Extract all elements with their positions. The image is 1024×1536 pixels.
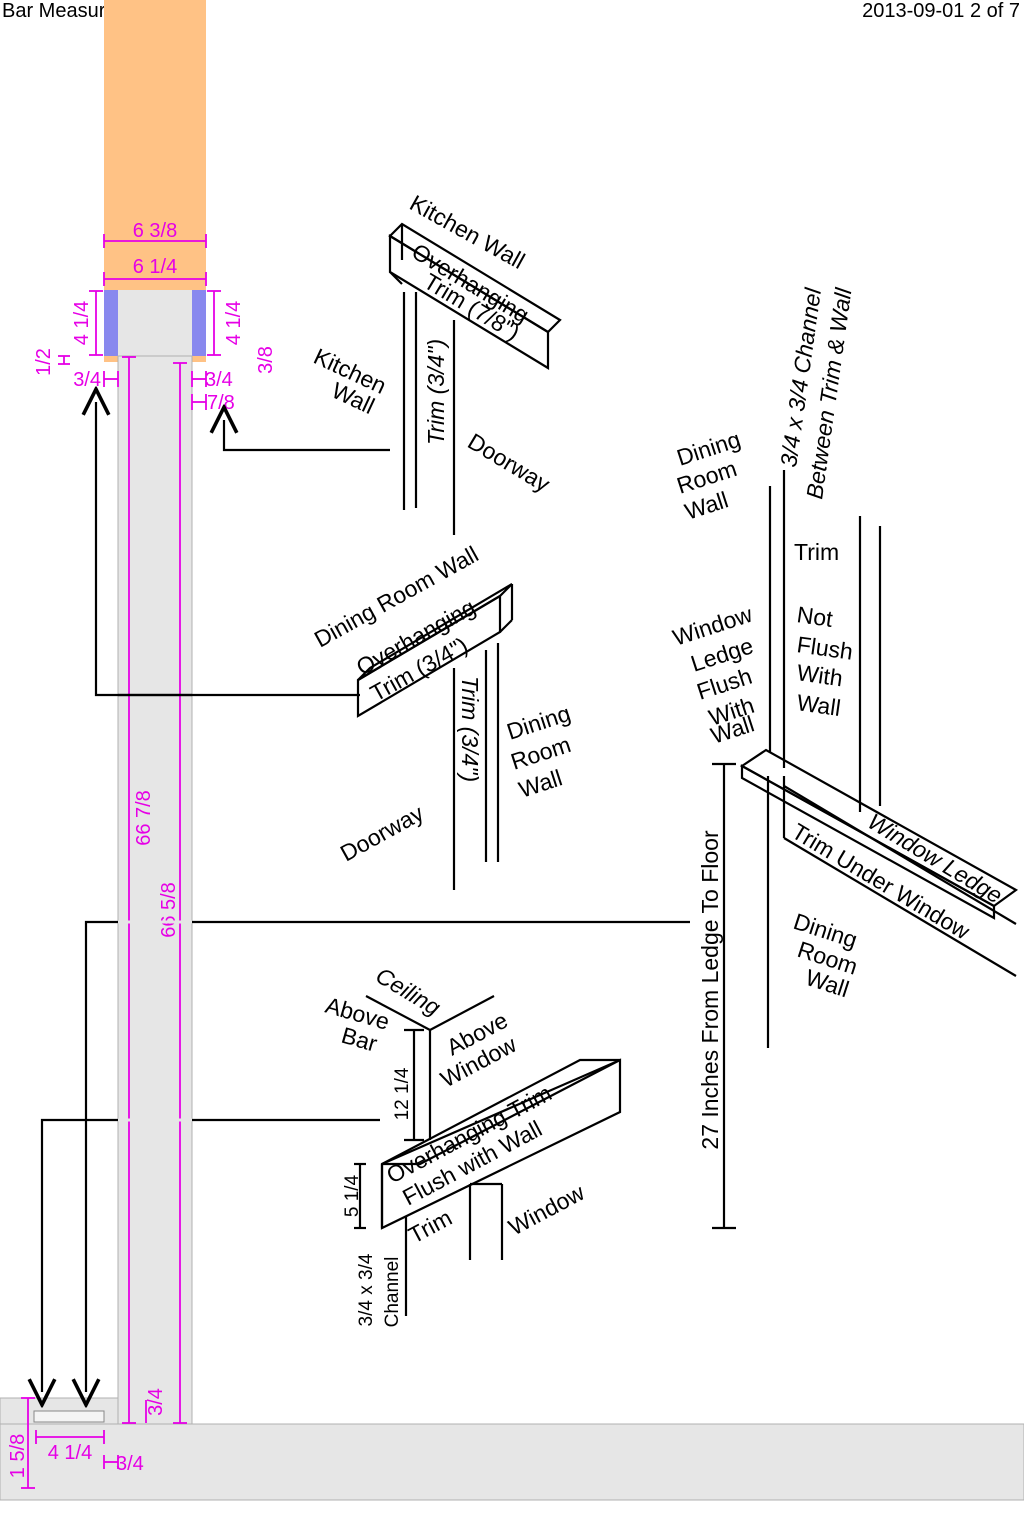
wood-post <box>104 0 206 290</box>
ledge-to-floor: 27 Inches From Ledge To Floor <box>697 830 723 1150</box>
dim-bottom-side: 3/4 <box>103 1453 144 1475</box>
dim-twelve: 12 1/4 <box>392 1067 413 1120</box>
leader-window <box>86 920 690 1392</box>
kitchen-trim-vertical: Trim (3/4") <box>423 339 449 445</box>
bar-top <box>104 290 206 358</box>
ceiling-window: Window <box>504 1179 589 1241</box>
page-meta: 2013-09-01 2 of 7 <box>862 0 1020 22</box>
svg-text:3/4: 3/4 <box>145 1388 167 1416</box>
dining-detail: Dining Room Wall Overhanging Trim (3/4")… <box>310 541 574 890</box>
dim-left-long: 66 7/8 <box>122 356 155 1424</box>
svg-text:1/2: 1/2 <box>33 348 55 376</box>
svg-text:6 3/8: 6 3/8 <box>133 220 177 242</box>
not-flush-4: Wall <box>795 689 842 721</box>
dim-left-half: 1/2 <box>33 348 70 376</box>
svg-text:3/8: 3/8 <box>255 346 277 374</box>
kitchen-doorway: Doorway <box>463 428 555 497</box>
dim-top-inner: 6 1/4 <box>103 256 207 286</box>
not-flush-1: Not <box>795 601 835 632</box>
svg-text:7/8: 7/8 <box>207 392 235 414</box>
dim-right-three-eighths: 3/8 <box>255 346 277 374</box>
floor <box>0 1423 1024 1501</box>
right-trim-strip <box>192 356 206 362</box>
ceiling-trim: Trim <box>404 1204 456 1248</box>
kitchen-detail: Kitchen Wall Overhanging Trim (7/8") Kit… <box>310 190 562 535</box>
svg-text:66 7/8: 66 7/8 <box>133 790 155 846</box>
dim-five: 5 1/4 <box>342 1174 363 1217</box>
window-detail: Dining Room Wall 3/4 x 3/4 Channel Betwe… <box>670 286 1019 1230</box>
dim-top-outer: 6 3/8 <box>103 220 207 248</box>
svg-text:3/4: 3/4 <box>73 369 101 391</box>
dim-right-channel: 4 1/4 <box>207 290 245 356</box>
dim-left-three-quarter: 3/4 <box>73 369 119 391</box>
bottom-channel <box>33 1410 105 1423</box>
left-channel <box>104 290 118 356</box>
svg-text:4 1/4: 4 1/4 <box>71 301 93 345</box>
dim-bottom-three-quarter: 3/4 <box>145 1388 167 1423</box>
window-trim: Trim <box>794 539 839 565</box>
leader-dining <box>96 402 360 697</box>
svg-text:3/4: 3/4 <box>205 369 233 391</box>
svg-text:66 5/8: 66 5/8 <box>158 882 180 938</box>
svg-text:4 1/4: 4 1/4 <box>223 301 245 345</box>
dim-right-seven-eighths: 7/8 <box>191 392 235 414</box>
svg-text:3/4: 3/4 <box>116 1453 144 1475</box>
svg-text:6 1/4: 6 1/4 <box>133 256 177 278</box>
dim-right-three-quarter: 3/4 <box>191 369 233 391</box>
dim-bottom-width: 4 1/4 <box>35 1430 105 1464</box>
svg-text:4 1/4: 4 1/4 <box>48 1442 92 1464</box>
dining-doorway: Doorway <box>336 799 428 866</box>
left-trim-strip <box>104 356 118 362</box>
dining-trim-vertical: Trim (3/4") <box>457 676 483 782</box>
leader-kitchen <box>224 420 390 452</box>
right-channel <box>192 290 206 356</box>
channel-1: 3/4 x 3/4 <box>356 1253 377 1326</box>
dim-left-channel: 4 1/4 <box>71 290 103 356</box>
not-flush-3: With <box>795 659 844 691</box>
channel-2: Channel <box>382 1257 403 1328</box>
ceiling-detail: Ceiling Above Bar Above Window 12 1/4 Ov… <box>323 962 622 1328</box>
dim-right-long: 66 5/8 <box>158 362 187 1424</box>
dim-bottom-height: 1 5/8 <box>7 1397 35 1489</box>
svg-text:1 5/8: 1 5/8 <box>7 1434 29 1478</box>
leader-ceiling <box>42 1118 380 1392</box>
